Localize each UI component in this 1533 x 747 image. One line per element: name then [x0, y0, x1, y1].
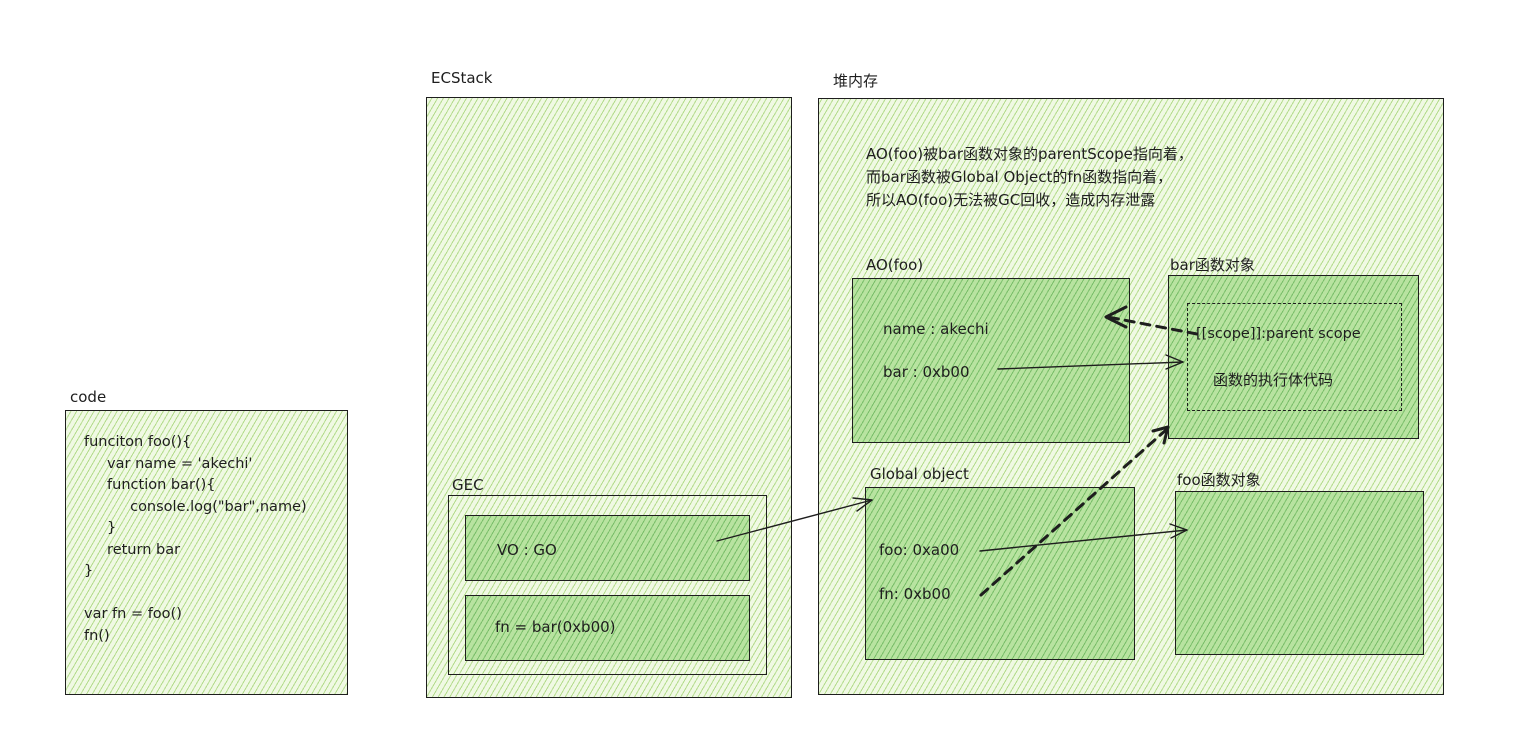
arrow-foo-to-fooobj: [979, 529, 1188, 552]
code-line: return bar: [84, 541, 181, 558]
code-title: code: [70, 388, 107, 406]
code-line: fn(): [84, 627, 110, 644]
ao-foo-name: name : akechi: [883, 320, 989, 338]
global-obj-fn: fn: 0xb00: [879, 585, 951, 603]
arrow-vo-to-global-head: [852, 497, 873, 512]
arrow-bar-to-barobj: [997, 361, 1184, 370]
heap-note: AO(foo)被bar函数对象的parentScope指向着， 而bar函数被G…: [866, 143, 1193, 212]
code-line: var name = 'akechi': [84, 455, 253, 472]
arrow-vo-to-global: [716, 499, 873, 542]
heap-note-line: 所以AO(foo)无法被GC回收，造成内存泄露: [866, 191, 1156, 209]
code-line: funciton foo(){: [84, 434, 192, 450]
bar-obj-title: bar函数对象: [1170, 256, 1255, 274]
arrow-fn-to-barobj-head: [1151, 425, 1170, 445]
heap-title: 堆内存: [833, 72, 879, 90]
code-line: }: [84, 563, 94, 579]
heap-note-line: 而bar函数被Global Object的fn函数指向着，: [866, 168, 1173, 186]
arrow-fn-to-barobj: [979, 427, 1169, 597]
gec-title: GEC: [452, 476, 484, 494]
global-obj-title: Global object: [870, 465, 969, 483]
ao-foo-bar: bar : 0xb00: [883, 363, 970, 381]
gec-vo-label: VO : GO: [497, 541, 557, 559]
code-line: var fn = foo(): [84, 606, 182, 622]
code-line: }: [84, 520, 117, 536]
bar-obj-scope: [[scope]]:parent scope: [1196, 326, 1361, 342]
gec-vo-row: [465, 515, 750, 581]
arrow-foo-to-fooobj-head: [1169, 523, 1188, 539]
arrow-scope-to-ao: [1106, 315, 1199, 336]
code-listing: funciton foo(){ var name = 'akechi' func…: [84, 432, 307, 647]
gec-fn-row: [465, 595, 750, 661]
ecstack-title: ECStack: [431, 69, 493, 87]
arrow-scope-to-ao-head: [1104, 305, 1128, 329]
heap-note-line: AO(foo)被bar函数对象的parentScope指向着，: [866, 145, 1193, 163]
bar-obj-body: 函数的执行体代码: [1213, 371, 1334, 389]
code-line: function bar(){: [84, 477, 216, 493]
code-panel: [65, 410, 348, 695]
code-line: console.log("bar",name): [84, 498, 307, 515]
global-obj-foo: foo: 0xa00: [879, 541, 960, 559]
ao-foo-title: AO(foo): [866, 256, 924, 274]
bar-obj-box: [1168, 275, 1419, 439]
foo-obj-box: [1175, 491, 1424, 655]
arrow-bar-to-barobj-head: [1165, 354, 1184, 370]
gec-fn-label: fn = bar(0xb00): [495, 618, 616, 636]
ao-foo-box: [852, 278, 1130, 443]
global-obj-box: [865, 487, 1135, 660]
bar-obj-inner-dashed: [1187, 303, 1402, 411]
foo-obj-title: foo函数对象: [1177, 471, 1261, 489]
